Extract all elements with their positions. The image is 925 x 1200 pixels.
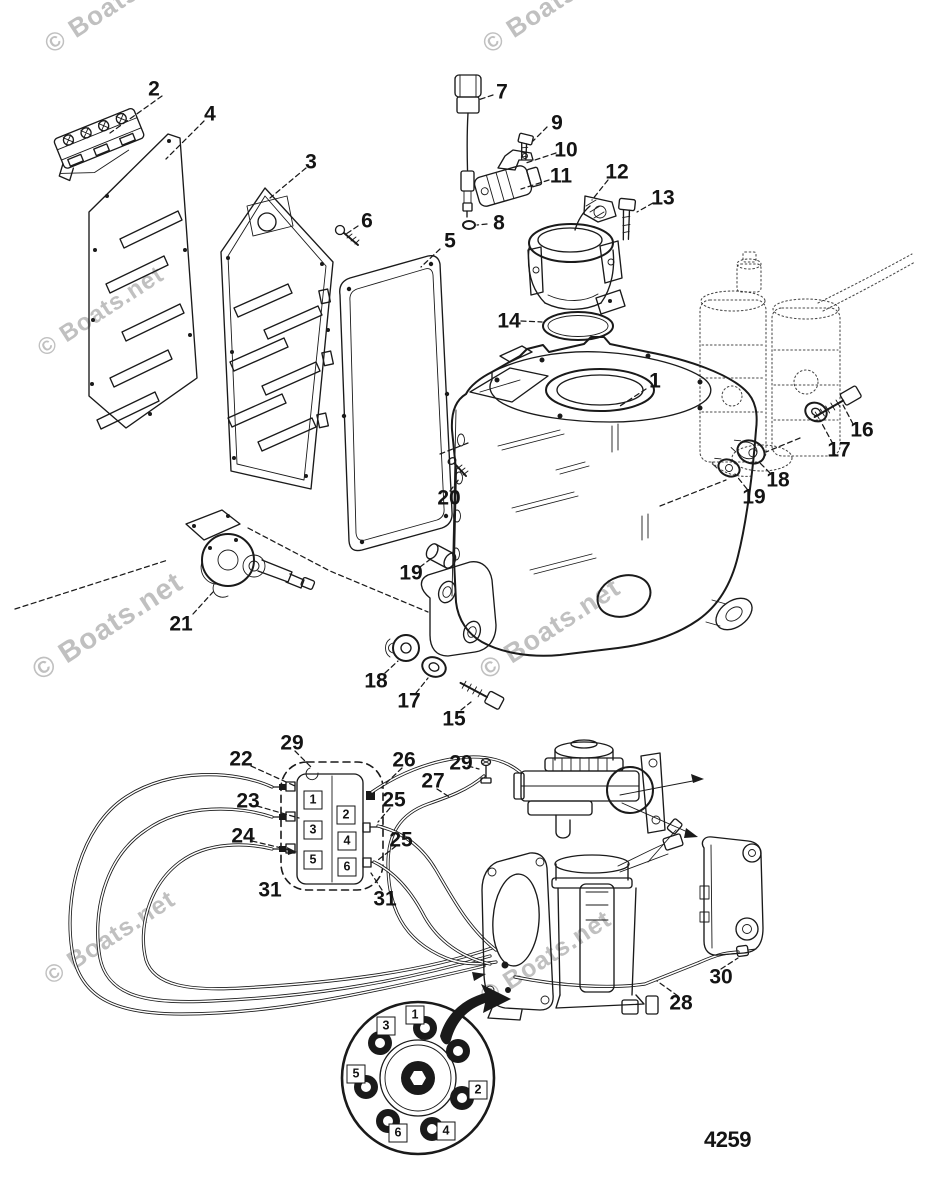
hose-fitting-right-1 [366, 791, 375, 800]
connector-cylinder-box-2: 2 [336, 805, 356, 825]
callout-part-14: 14 [497, 309, 521, 333]
ghost-powerhead [699, 251, 916, 477]
leader-lines [14, 94, 854, 997]
flywheel-cylinder-box-2: 2 [468, 1080, 488, 1100]
part-11-map-sensor [473, 165, 543, 207]
connector-cylinder-box-6: 6 [337, 857, 357, 877]
connector-cylinder-box-3: 3 [303, 820, 323, 840]
callout-part-20: 20 [437, 486, 461, 510]
part-12-throttle-body [527, 195, 626, 315]
flywheel-cylinder-box-1: 1 [405, 1005, 425, 1025]
callout-part-15: 15 [442, 707, 466, 731]
callout-part-11: 11 [549, 164, 573, 188]
figure-number: 4259 [704, 1127, 751, 1152]
callout-part-9: 9 [551, 111, 563, 135]
callout-part-10: 10 [554, 138, 578, 162]
callout-part-18: 18 [766, 468, 790, 492]
callout-part-16: 16 [850, 418, 874, 442]
flywheel-cylinder-box-4: 4 [436, 1121, 456, 1141]
part-19-sleeve-right [711, 457, 741, 478]
part-2-reed-block [53, 107, 145, 182]
callout-part-6: 6 [361, 209, 373, 233]
part-7-sensor [454, 74, 482, 218]
callout-part-22: 22 [229, 747, 253, 771]
fuel-pump-assembly [513, 739, 704, 839]
rotation-arrow [440, 984, 511, 1045]
callout-part-12: 12 [605, 160, 629, 184]
flywheel-cylinder-box-5: 5 [346, 1064, 366, 1084]
part-19-sleeve-left [425, 543, 457, 569]
callout-part-19: 19 [399, 561, 423, 585]
callout-part-17: 17 [397, 689, 421, 713]
connector-cylinder-box-4: 4 [337, 831, 357, 851]
callout-part-1: 1 [649, 369, 661, 393]
callout-part-2: 2 [148, 77, 160, 101]
part-20-screw [447, 457, 469, 477]
part-18-grommet-lower [385, 634, 420, 662]
callout-part-25: 25 [382, 788, 406, 812]
callout-part-13: 13 [651, 186, 675, 210]
vapor-separator-assembly [481, 818, 684, 1021]
callout-part-28: 28 [669, 991, 693, 1015]
callout-part-17: 17 [827, 438, 851, 462]
callout-part-23: 23 [236, 789, 260, 813]
part-4-plate [88, 133, 198, 430]
callout-part-19: 19 [742, 485, 766, 509]
callout-part-5: 5 [444, 229, 456, 253]
callout-part-31: 31 [373, 887, 397, 911]
fitting-29-screw [480, 757, 492, 784]
connector-cylinder-box-1: 1 [303, 790, 323, 810]
part-21-oil-pump [185, 509, 316, 598]
part-10-bracket [497, 149, 534, 171]
part-6-screw [334, 224, 360, 246]
callout-part-29: 29 [280, 731, 304, 755]
callout-part-18: 18 [364, 669, 388, 693]
mounting-bracket-plate [699, 836, 764, 956]
callout-part-8: 8 [493, 211, 505, 235]
callout-part-3: 3 [305, 150, 317, 174]
part-18-bushing-right [730, 439, 766, 465]
callout-part-4: 4 [204, 102, 216, 126]
part-17-washer-right [804, 401, 828, 423]
callout-part-7: 7 [496, 80, 508, 104]
part-17-washer-lower [421, 656, 447, 678]
flywheel-cylinder-box-6: 6 [388, 1123, 408, 1143]
callout-part-31: 31 [258, 878, 282, 902]
part-13-bolt [618, 197, 637, 241]
callout-part-30: 30 [709, 965, 733, 989]
callout-part-25: 25 [389, 828, 413, 852]
flywheel-cylinder-box-3: 3 [376, 1016, 396, 1036]
callout-part-26: 26 [392, 748, 416, 772]
callout-part-24: 24 [231, 824, 255, 848]
callout-part-27: 27 [421, 769, 445, 793]
part-14-oring [542, 311, 614, 341]
part-3-reed-plate [220, 187, 335, 490]
callout-part-21: 21 [169, 612, 193, 636]
part-5-gasket [339, 255, 453, 552]
callout-part-29: 29 [449, 751, 473, 775]
part-15-bolt [459, 680, 505, 710]
part-8-oring [462, 220, 476, 230]
connector-cylinder-box-5: 5 [303, 850, 323, 870]
